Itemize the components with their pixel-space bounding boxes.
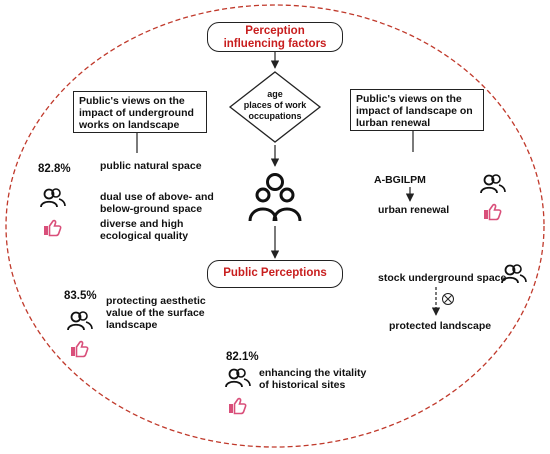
urban-renewal-label: urban renewal [378, 204, 450, 216]
protected-landscape-label: protected landscape [389, 320, 492, 332]
perception-factors-title: Perception influencing factors [207, 22, 343, 52]
public-perceptions-title: Public Perceptions [207, 260, 343, 288]
right-question-box: Public's views on the impact of landscap… [350, 89, 484, 131]
people-icon-left-2 [67, 311, 93, 331]
left-stat-1-item-2: dual use of above- and below-ground spac… [100, 191, 214, 215]
thumbs-up-icon-left-2 [70, 340, 89, 358]
thumbs-up-icon-right [483, 203, 502, 221]
factors-diamond [228, 71, 322, 143]
boundary-ellipse [5, 4, 545, 448]
bottom-stat-item: enhancing the vitality of historical sit… [259, 367, 367, 391]
abgilpm-label: A-BGILPM [374, 174, 426, 186]
bottom-stat-percent: 82.1% [226, 351, 259, 363]
left-stat-1-item-1: public natural space [100, 160, 202, 172]
stock-underground-label: stock underground space [378, 272, 507, 284]
thumbs-up-icon-left-1 [43, 219, 62, 237]
thumbs-up-icon-bottom [228, 397, 247, 415]
people-icon-right-1 [480, 174, 506, 194]
left-stat-1-percent: 82.8% [38, 163, 71, 175]
left-question-box: Public's views on the impact of undergro… [73, 91, 207, 133]
left-stat-2-item: protecting aesthetic value of the surfac… [106, 295, 206, 331]
crowd-icon [248, 173, 302, 222]
people-icon-bottom [225, 368, 251, 388]
left-stat-2-percent: 83.5% [64, 290, 97, 302]
left-stat-1-item-3: diverse and high ecological quality [100, 218, 189, 242]
cross-circle-icon [442, 293, 454, 305]
people-icon-left-1 [40, 188, 66, 208]
factors-text: age places of work occupations [243, 89, 307, 121]
